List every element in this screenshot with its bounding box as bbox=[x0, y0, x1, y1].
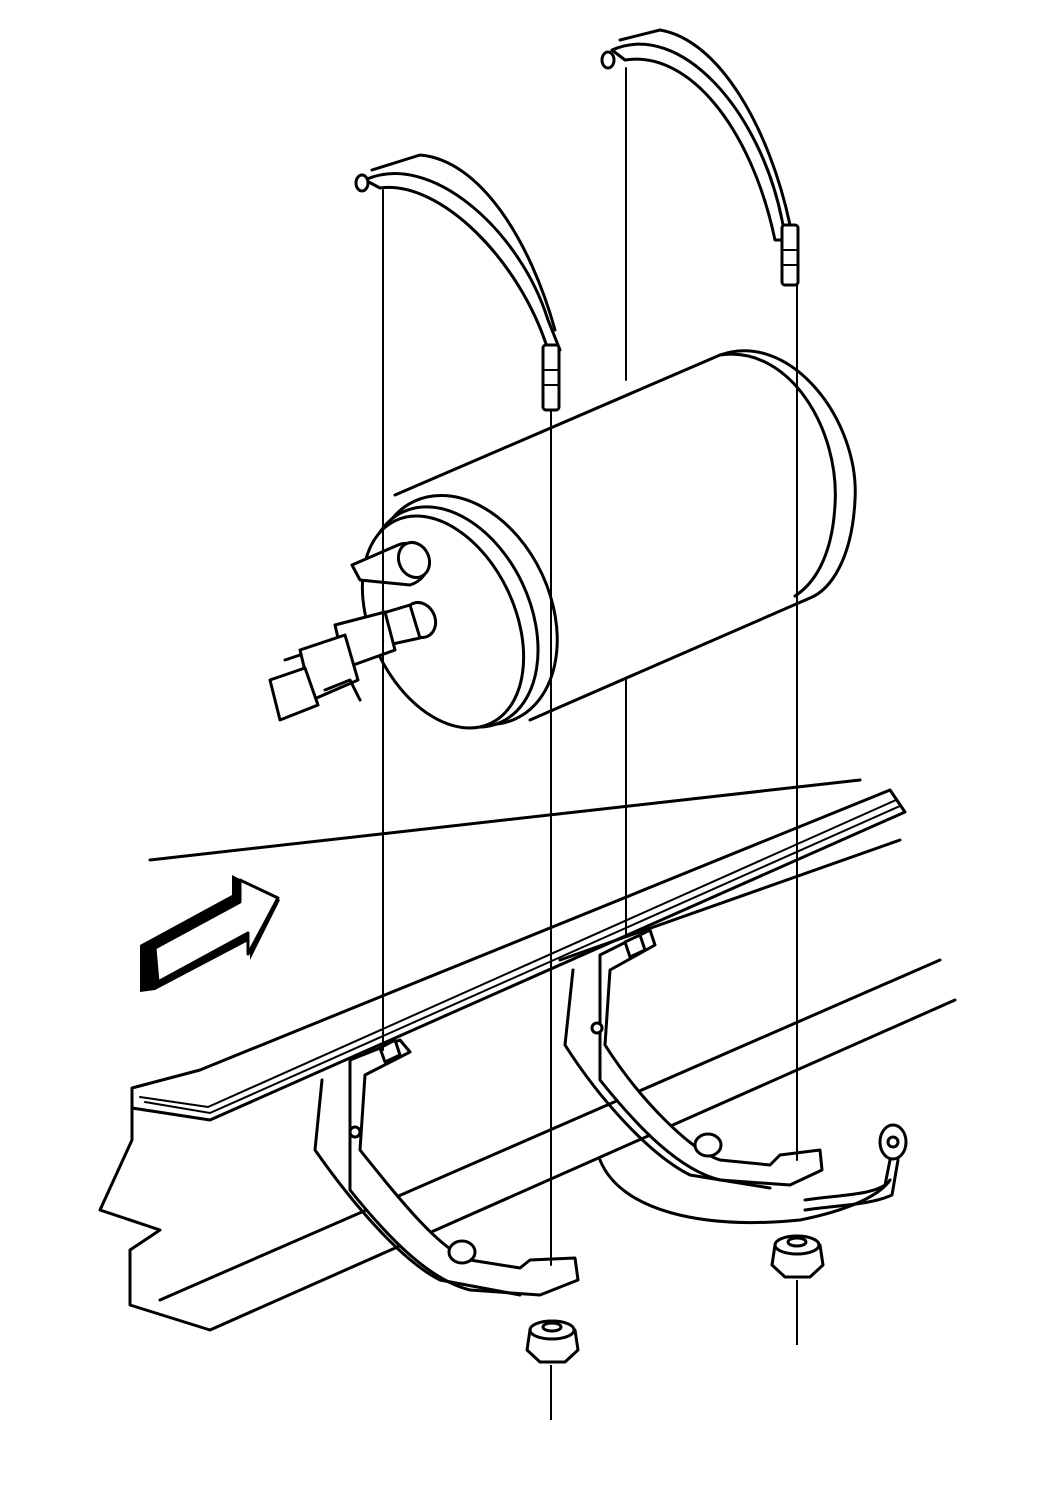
vent-valve-connector bbox=[268, 610, 397, 722]
frame-rail bbox=[98, 778, 957, 1332]
mounting-strap-left bbox=[354, 153, 562, 412]
flange-nut-left bbox=[525, 1319, 580, 1364]
forward-arrow-icon bbox=[140, 875, 280, 992]
canister-bracket-left bbox=[313, 1038, 580, 1297]
evap-canister bbox=[350, 349, 857, 730]
ground-strap bbox=[803, 1123, 908, 1212]
canister-bracket-right bbox=[563, 928, 892, 1224]
flange-nut-right bbox=[770, 1234, 825, 1279]
alignment-lines bbox=[382, 67, 798, 1420]
mounting-strap-right bbox=[600, 28, 800, 287]
